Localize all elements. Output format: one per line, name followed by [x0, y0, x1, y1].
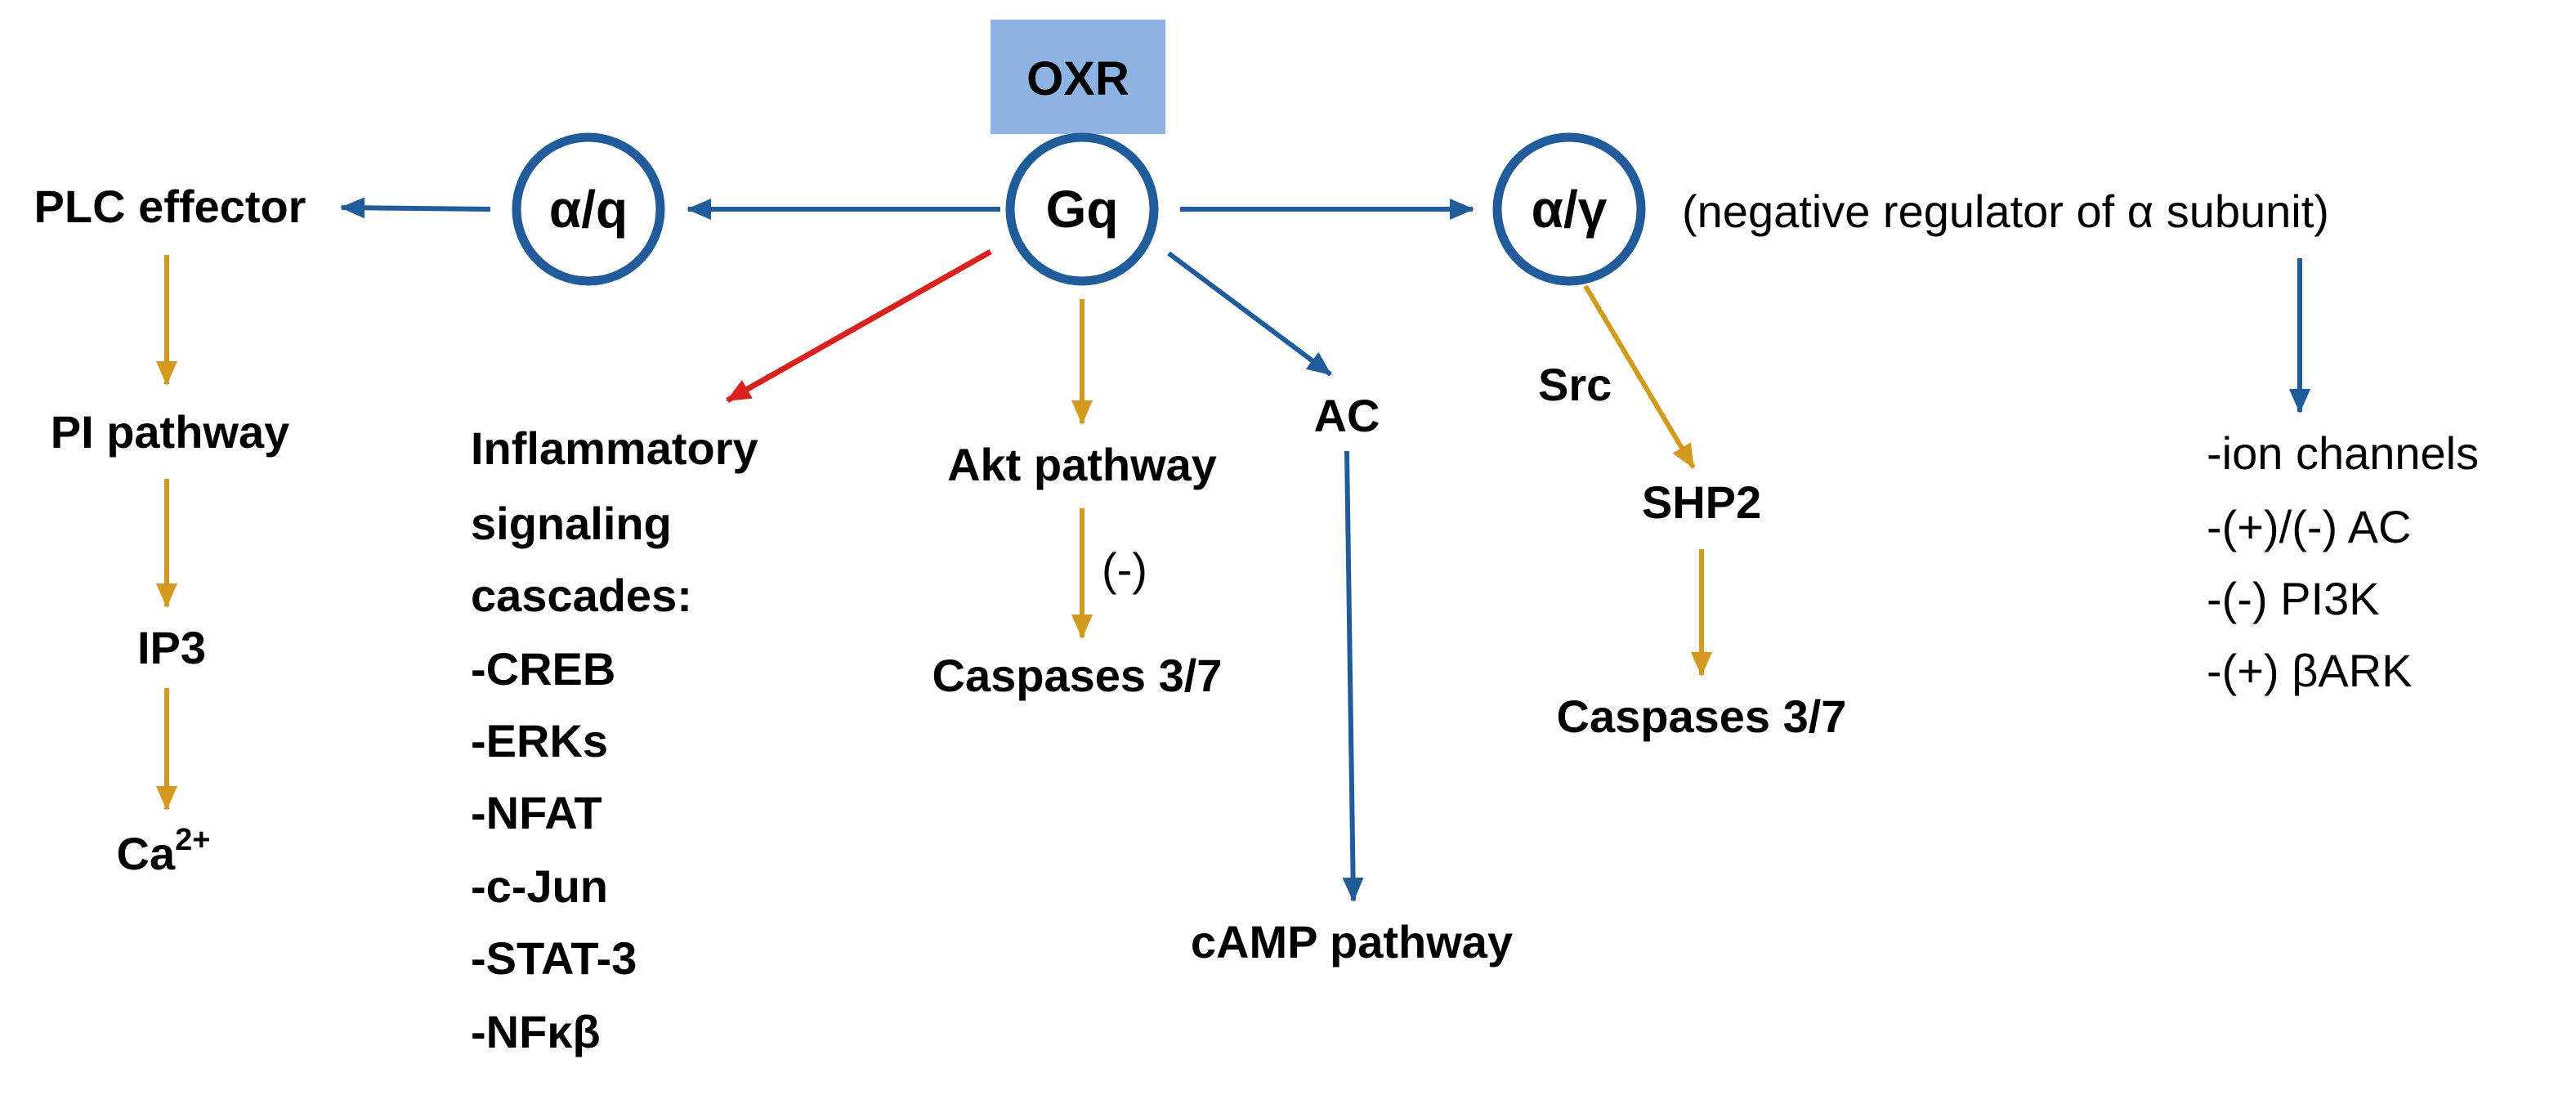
alpha-gamma-label: α/γ: [1532, 180, 1608, 239]
regulator-target-line: -(+) βARK: [2207, 645, 2413, 696]
arrow-gq-to-inflammatory: [726, 248, 992, 404]
regulator-target-line: -ion channels: [2207, 427, 2479, 479]
inflammatory-line: -CREB: [471, 643, 615, 695]
src-label: Src: [1538, 359, 1612, 410]
src-caspases-label: Caspases 3/7: [1557, 691, 1847, 742]
plc-effector-label: PLC effector: [34, 181, 306, 232]
inflammatory-cascade-list: Inflammatory signaling cascades: -CREB -…: [471, 422, 758, 1057]
negative-regulator-text: (negative regulator of α subunit): [1682, 185, 2329, 237]
alpha-q-label: α/q: [549, 180, 628, 239]
inflammatory-line: Inflammatory: [471, 422, 758, 474]
inflammatory-line: cascades:: [471, 570, 692, 621]
akt-caspases-label: Caspases 3/7: [932, 650, 1223, 701]
inflammatory-line: -ERKs: [471, 715, 608, 766]
oxr-box: [991, 20, 1165, 134]
inflammatory-line: -STAT-3: [471, 932, 637, 984]
arrow-alpha-gamma-to-shp2: [1583, 284, 1696, 469]
arrow-ac-to-camp: [1342, 450, 1364, 902]
calcium-label: Ca2+: [117, 823, 211, 879]
oxr-label: OXR: [1026, 52, 1129, 105]
pi-pathway-label: PI pathway: [51, 406, 290, 458]
shp2-label: SHP2: [1642, 476, 1761, 528]
arrow-gq-to-ac: [1167, 251, 1332, 377]
gq-label: Gq: [1046, 180, 1119, 239]
regulator-target-line: -(-) PI3K: [2207, 573, 2380, 624]
camp-pathway-label: cAMP pathway: [1191, 916, 1513, 968]
gq-circle: [1005, 132, 1159, 286]
akt-pathway-label: Akt pathway: [947, 439, 1217, 490]
alpha-gamma-circle: [1492, 132, 1646, 286]
inflammatory-line: -c-Jun: [471, 860, 608, 912]
akt-inhibit-label: (-): [1102, 543, 1147, 595]
arrow-alpha-q-to-plc: [340, 197, 491, 219]
regulator-target-list: -ion channels -(+)/(-) AC -(-) PI3K -(+)…: [2207, 427, 2479, 696]
inflammatory-line: -NFAT: [471, 787, 602, 838]
inflammatory-line: -NFκβ: [471, 1006, 601, 1057]
alpha-q-circle: [512, 132, 665, 286]
inflammatory-line: signaling: [471, 498, 672, 549]
regulator-target-line: -(+)/(-) AC: [2207, 501, 2411, 552]
ac-label: AC: [1314, 390, 1380, 441]
ip3-label: IP3: [137, 622, 206, 673]
